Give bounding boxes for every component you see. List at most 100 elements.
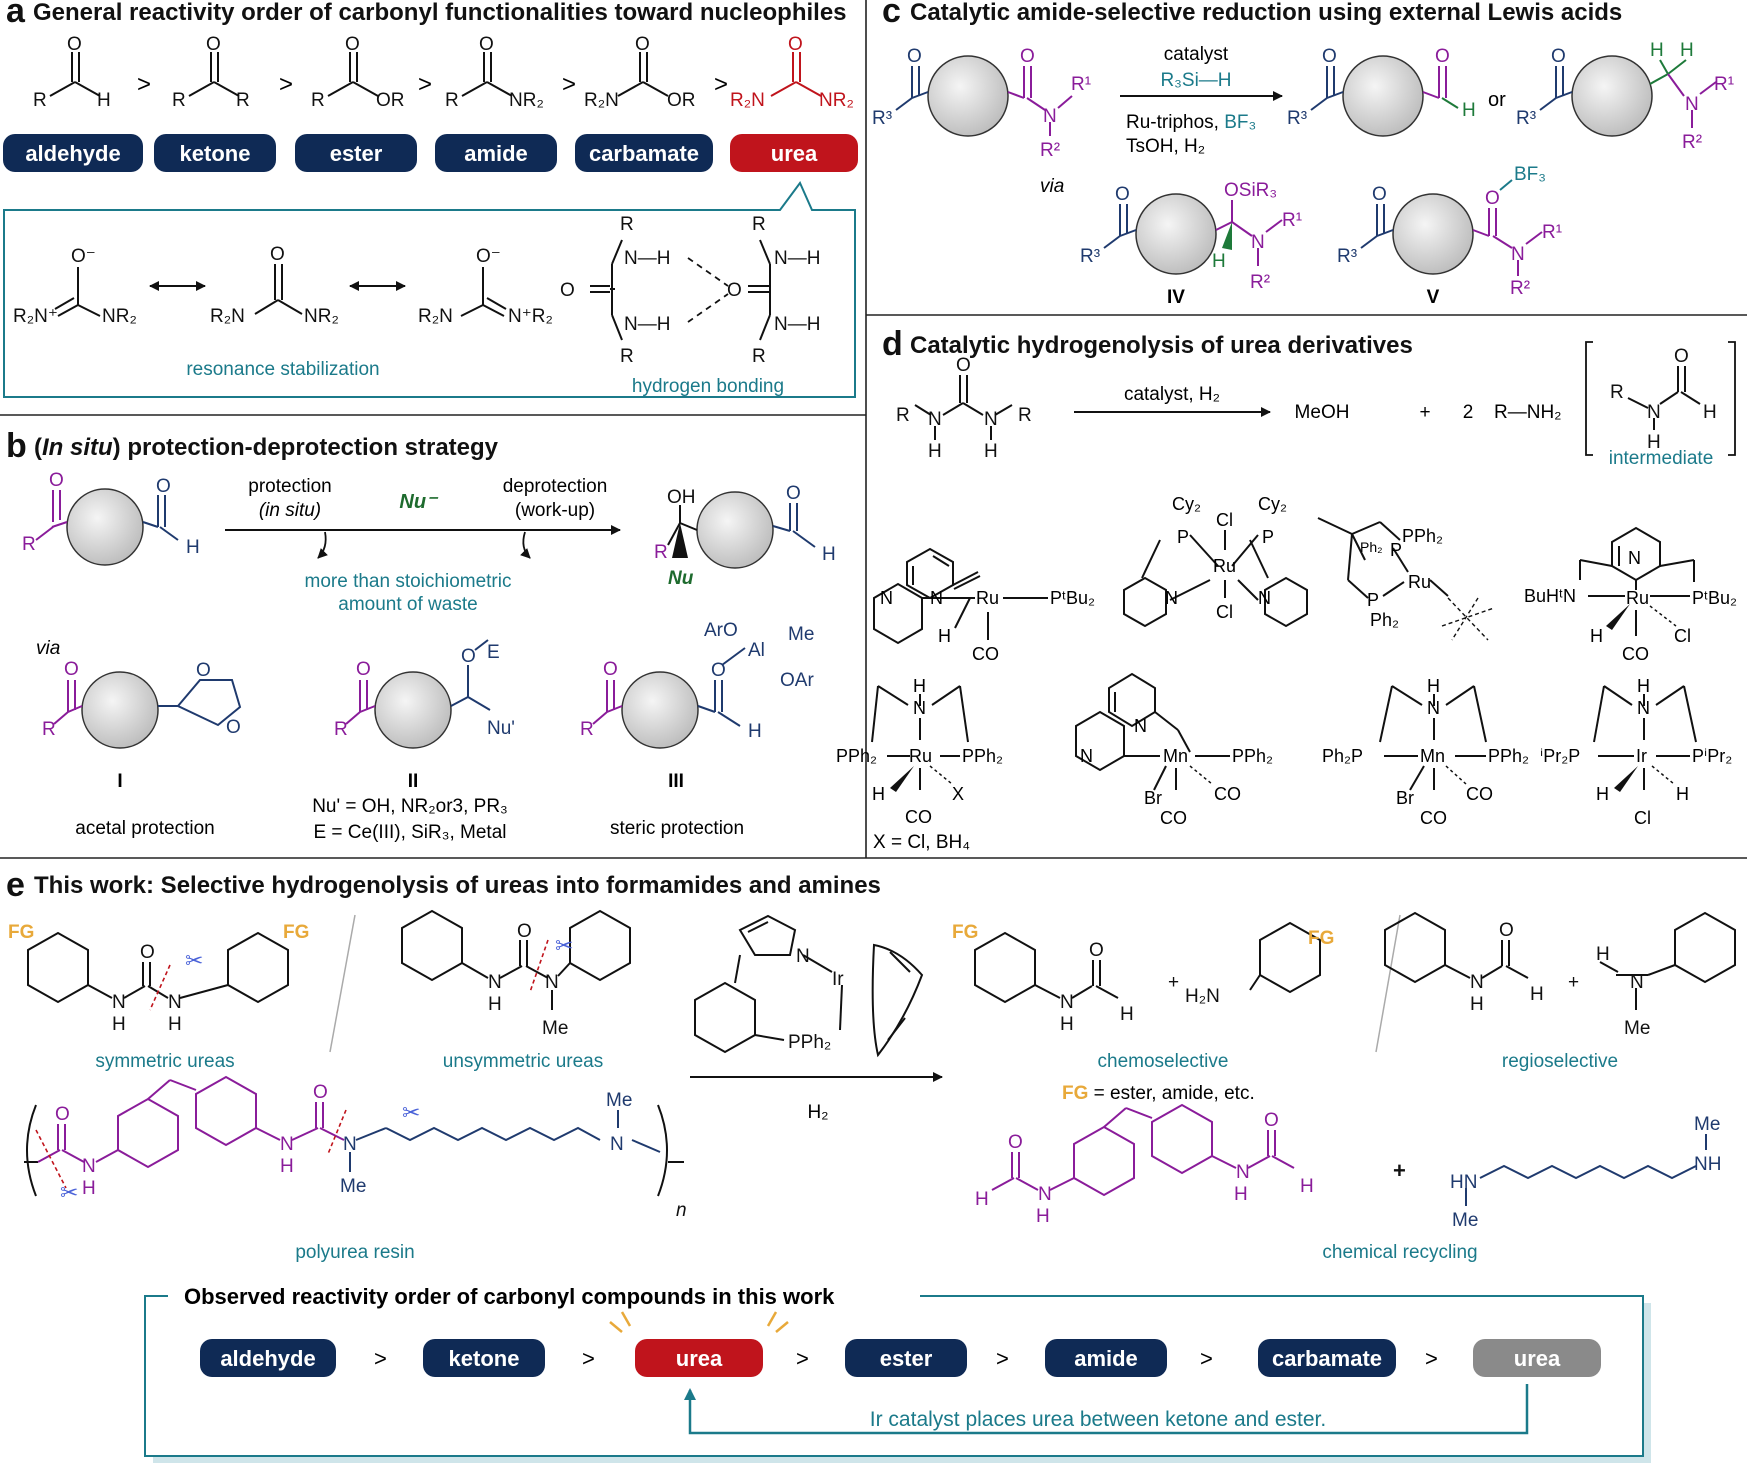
svg-text:N: N: [1630, 972, 1644, 993]
svg-text:Cl: Cl: [1216, 602, 1233, 622]
observed-note: Ir catalyst places urea between ketone a…: [870, 1408, 1326, 1431]
hbond-dashes: [687, 257, 729, 323]
svg-text:H: H: [913, 676, 926, 696]
svg-text:OAr: OAr: [780, 670, 814, 691]
svg-text:N: N: [1060, 992, 1074, 1013]
svg-text:N: N: [1647, 402, 1661, 423]
svg-text:Mn: Mn: [1163, 746, 1188, 766]
pill-ester: [295, 134, 417, 172]
svg-text:O: O: [788, 34, 803, 55]
svg-text:R: R: [1018, 405, 1032, 426]
svg-text:HN: HN: [1450, 1172, 1477, 1193]
svg-text:TsOH, H₂: TsOH, H₂: [1126, 136, 1205, 157]
pill-urea: [730, 134, 858, 172]
svg-text:via: via: [1040, 176, 1064, 197]
svg-text:H: H: [1637, 676, 1650, 696]
reactivity-pills-a: aldehyde ketone ester amide carbamate ur…: [3, 134, 858, 172]
svg-text:O: O: [64, 659, 79, 680]
svg-text:II: II: [408, 771, 419, 792]
svg-text:H: H: [822, 544, 836, 565]
svg-text:(in situ): (in situ): [259, 500, 321, 521]
complex-ru-triphos: [1317, 517, 1449, 599]
svg-text:O: O: [461, 646, 476, 667]
svg-text:+: +: [1168, 972, 1179, 993]
svg-text:O: O: [1435, 46, 1450, 67]
scissors-icon: ✂: [555, 933, 573, 958]
svg-text:catalyst: catalyst: [1164, 44, 1229, 65]
svg-text:+: +: [1393, 1158, 1406, 1183]
complex-ru-macho: [871, 685, 969, 790]
svg-text:R²: R²: [1682, 132, 1702, 153]
svg-text:CO: CO: [1420, 808, 1447, 828]
svg-text:ketone: ketone: [449, 1346, 520, 1371]
svg-text:carbamate: carbamate: [1272, 1346, 1382, 1371]
panel-a-letter: a: [6, 0, 26, 30]
scissors-icon: ✂: [402, 1100, 420, 1125]
svg-text:R³: R³: [1080, 246, 1100, 267]
svg-text:FG: FG: [952, 922, 978, 943]
complex-ru-pnn: [873, 547, 1048, 645]
svg-text:NH: NH: [1694, 1154, 1721, 1175]
svg-text:N: N: [488, 972, 502, 993]
svg-text:BF₃: BF₃: [1514, 164, 1546, 185]
svg-text:ester: ester: [330, 141, 383, 166]
svg-text:N: N: [913, 698, 926, 718]
svg-text:R: R: [445, 90, 459, 111]
svg-text:H: H: [1470, 994, 1484, 1015]
svg-text:N: N: [1427, 698, 1440, 718]
carbonyl-formulas: [49, 52, 669, 97]
svg-text:FG: FG: [283, 922, 309, 943]
svg-text:>: >: [796, 1346, 809, 1371]
svg-text:X = Cl, BH₄: X = Cl, BH₄: [873, 832, 970, 853]
svg-text:Cl: Cl: [1216, 510, 1233, 530]
svg-text:OR: OR: [376, 90, 405, 111]
hbond-label: hydrogen bonding: [632, 376, 784, 397]
svg-text:H: H: [1596, 944, 1610, 965]
svg-text:Nu: Nu: [668, 568, 694, 589]
svg-text:V: V: [1427, 287, 1440, 308]
svg-text:>: >: [418, 71, 432, 98]
complex-ru-pn2: [1123, 530, 1308, 628]
svg-text:>: >: [714, 71, 728, 98]
pill-aldehyde: [3, 134, 143, 172]
svg-text:H: H: [168, 1014, 182, 1035]
svg-text:R: R: [1610, 382, 1624, 403]
svg-text:NR₂: NR₂: [819, 90, 854, 111]
reorder-arrow: [684, 1384, 1529, 1435]
svg-text:>: >: [996, 1346, 1009, 1371]
svg-text:urea: urea: [1514, 1346, 1561, 1371]
svg-text:PᵗBu₂: PᵗBu₂: [1050, 588, 1095, 608]
svg-text:O: O: [356, 659, 371, 680]
svg-text:N: N: [984, 409, 998, 430]
svg-text:O: O: [156, 476, 171, 497]
formula-labels: O R H O R R O R OR O R NR₂ O R₂N OR O R₂…: [33, 34, 854, 111]
svg-text:PPh₂: PPh₂: [1402, 526, 1443, 546]
svg-text:H: H: [112, 1014, 126, 1035]
svg-text:O: O: [727, 280, 742, 301]
svg-text:R²: R²: [1040, 140, 1060, 161]
svg-text:N: N: [280, 1134, 294, 1155]
scissors-icon: ✂: [185, 948, 203, 973]
svg-text:H: H: [928, 441, 942, 462]
svg-text:O: O: [345, 34, 360, 55]
panel-e: e This work: Selective hydrogenolysis of…: [6, 866, 1736, 1463]
svg-text:R: R: [311, 90, 325, 111]
svg-text:O: O: [1264, 1110, 1279, 1131]
svg-text:aldehyde: aldehyde: [220, 1346, 315, 1371]
svg-text:amount of waste: amount of waste: [338, 594, 477, 615]
svg-text:Ru: Ru: [1408, 572, 1431, 592]
svg-text:H: H: [1120, 1004, 1134, 1025]
svg-text:H: H: [1234, 1184, 1248, 1205]
observed-pills: aldehyde ketone urea ester amide carbama…: [200, 1339, 1601, 1377]
svg-text:O: O: [49, 470, 64, 491]
svg-text:Me: Me: [340, 1176, 366, 1197]
svg-text:O: O: [226, 717, 241, 738]
polyurea-resin: [24, 1075, 684, 1197]
svg-text:Nu' = OH, NR₂or3, PR₃: Nu' = OH, NR₂or3, PR₃: [312, 796, 508, 817]
svg-text:H₂: H₂: [807, 1102, 828, 1123]
svg-text:E = Ce(III), SiR₃, Metal: E = Ce(III), SiR₃, Metal: [313, 822, 506, 843]
panel-e-title: This work: Selective hydrogenolysis of u…: [34, 872, 881, 899]
svg-text:R: R: [654, 542, 668, 563]
svg-text:N: N: [1637, 698, 1650, 718]
